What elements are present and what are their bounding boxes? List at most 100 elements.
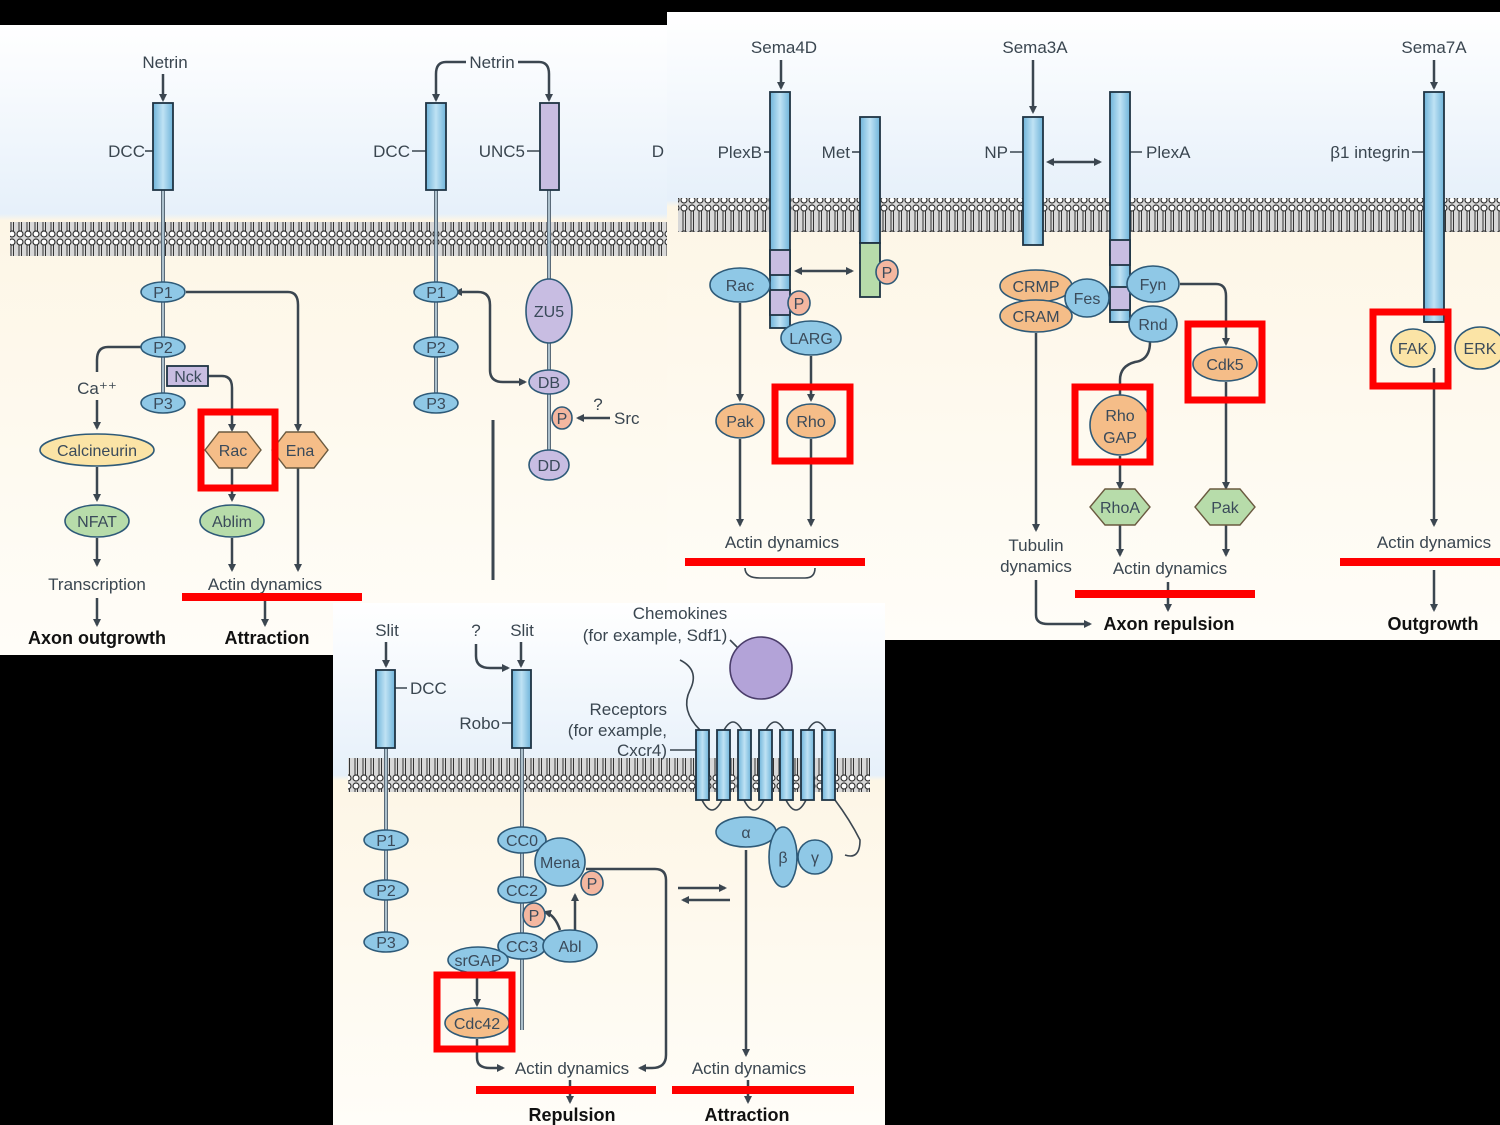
cc2: CC2 [506, 883, 538, 900]
robo-receptor [511, 669, 532, 749]
tm-loop [701, 799, 723, 811]
rnd: Rnd [1138, 317, 1167, 334]
pathway-arrow [586, 867, 668, 1072]
label: (for example, Sdf1) [583, 626, 728, 645]
label: DCC [108, 142, 145, 161]
membrane [678, 198, 1500, 232]
p3-shape [363, 931, 409, 953]
transmembrane-helix [758, 729, 773, 801]
p2-shape [140, 336, 186, 358]
label: DCC [373, 142, 410, 161]
highlight-box [1071, 383, 1154, 466]
transmembrane-helix [821, 729, 836, 801]
highlight-underline [672, 1086, 854, 1094]
rhoa-shape [1089, 488, 1151, 526]
highlight-box [433, 971, 516, 1053]
tm-loop [785, 799, 807, 811]
phospho-shape [787, 290, 811, 316]
pathway-arrow [543, 909, 562, 931]
transmembrane-helix [695, 729, 710, 801]
dcc-receptor [375, 669, 396, 749]
p3: P3 [153, 396, 173, 413]
p2: P2 [426, 340, 446, 357]
pathway-arrow [518, 60, 553, 102]
rac: Rac [219, 443, 247, 460]
erk-shape [1454, 326, 1500, 370]
pathway-arrow [1034, 580, 1092, 628]
label: GAP [1103, 430, 1137, 447]
chemokine-ligand [729, 636, 793, 700]
highlight-underline [476, 1086, 656, 1094]
highlight-underline [1075, 590, 1255, 598]
fyn: Fyn [1140, 277, 1167, 294]
pathway-arrow [454, 288, 527, 386]
label: Actin dynamics [208, 575, 322, 594]
cc3: CC3 [506, 939, 538, 956]
label: NP [984, 143, 1008, 162]
pak-shape [1194, 488, 1256, 526]
rhoa: RhoA [1100, 500, 1140, 517]
tm-loop [722, 721, 744, 733]
pathway-arrow [432, 60, 466, 102]
label: (for example, [568, 721, 667, 740]
dcc-receptor [425, 102, 447, 191]
highlight-underline [182, 593, 362, 601]
fyn-shape [1126, 265, 1180, 303]
np-receptor [1022, 116, 1044, 246]
g-alpha: α [741, 825, 750, 842]
nfat-shape [64, 504, 130, 538]
label: UNC5 [479, 142, 525, 161]
tm-loop [764, 721, 786, 733]
c-terminus [834, 799, 861, 857]
p2: P2 [153, 340, 173, 357]
transmembrane-helix [716, 729, 731, 801]
tm-loop [806, 721, 828, 733]
dd: DD [537, 458, 560, 475]
cram-shape [999, 299, 1073, 333]
label: Tubulin [1008, 536, 1063, 555]
label: Actin dynamics [692, 1059, 806, 1078]
pathway-arrow [474, 644, 510, 672]
p1-shape [363, 829, 409, 851]
larg-shape [780, 320, 842, 356]
abl: Abl [558, 939, 581, 956]
outcome-axon-repulsion: Axon repulsion [1103, 614, 1234, 634]
nck-adaptor [166, 365, 209, 387]
abl-shape [542, 929, 598, 963]
label: Netrin [142, 53, 187, 72]
plexb-domain [769, 249, 791, 276]
phospho: P [882, 265, 893, 282]
pathway-arrow [95, 345, 141, 372]
label: Src [614, 409, 640, 428]
phospho-shape [551, 406, 573, 430]
plexb-domain [769, 289, 791, 316]
outcome-outgrowth: Outgrowth [1388, 614, 1479, 634]
pak: Pak [1211, 500, 1240, 517]
p1-shape [140, 281, 186, 303]
fes-shape [1064, 278, 1110, 318]
outcome-attraction: Attraction [705, 1105, 790, 1125]
label: Slit [375, 621, 399, 640]
highlight-box [771, 383, 854, 465]
mena-shape [534, 837, 586, 887]
pak-shape [715, 403, 765, 439]
label: D [652, 142, 664, 161]
cc0-shape [497, 826, 547, 854]
transmembrane-helix [800, 729, 815, 801]
label: Rho [1105, 408, 1134, 425]
p1-shape [413, 281, 459, 303]
label: Chemokines [633, 604, 728, 623]
rho: Rho [796, 414, 825, 431]
g-beta-shape [768, 826, 798, 888]
g-gamma-shape [797, 839, 833, 875]
label: Actin dynamics [1113, 559, 1227, 578]
phospho-shape [522, 902, 546, 928]
transmembrane-helix [779, 729, 794, 801]
transmembrane-helix [737, 729, 752, 801]
rac-shape [709, 267, 771, 303]
erk: ERK [1464, 341, 1497, 358]
dcc-receptor [152, 102, 174, 191]
p2-shape [413, 336, 459, 358]
label: Netrin [469, 53, 514, 72]
met-receptor [859, 116, 881, 244]
